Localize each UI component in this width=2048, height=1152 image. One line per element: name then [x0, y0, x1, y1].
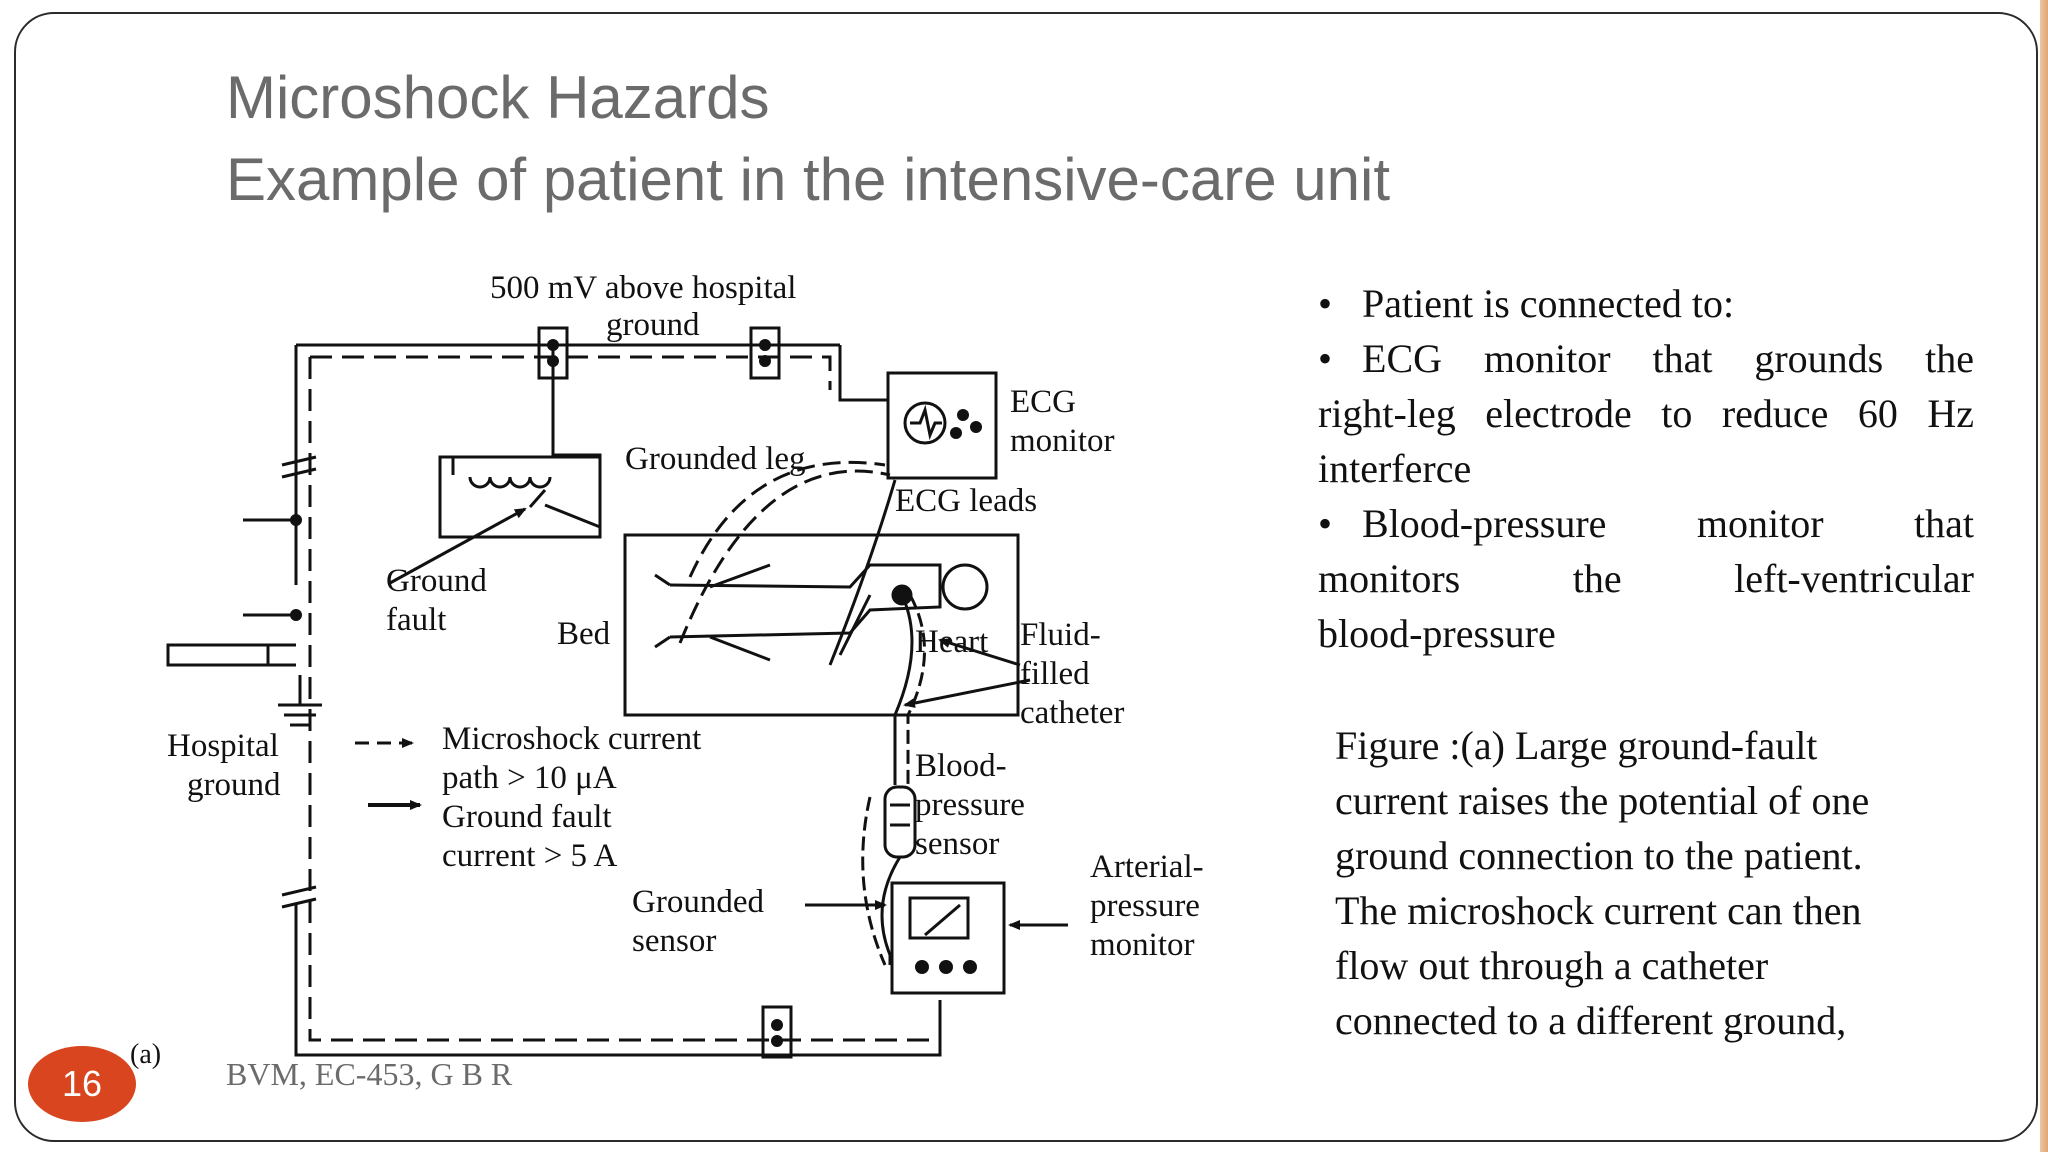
- label-fluid: Fluid-: [1020, 617, 1101, 653]
- slide-edge-shadow: [2040, 0, 2048, 1152]
- label-hospital: Hospital: [167, 728, 279, 764]
- caption-line-4: The microshock current can then: [1335, 888, 1862, 933]
- caption-line-2: current raises the potential of one: [1335, 778, 1870, 823]
- label-hospital-ground: ground: [187, 767, 281, 803]
- bullet-2-line-3: interferce: [1318, 446, 1472, 491]
- label-grounded-leg: Grounded leg: [625, 441, 806, 477]
- bullet-2-line-2: right-leg electrode to reduce 60 Hz: [1318, 391, 1974, 436]
- label-ecg-leads: ECG leads: [895, 483, 1038, 519]
- arterial-gauge: [908, 896, 970, 940]
- panel-label: (a): [130, 1039, 162, 1070]
- slide-frame: [14, 12, 2038, 1142]
- caption-line-5: flow out through a catheter: [1335, 943, 1769, 988]
- bp-sensor: [883, 785, 917, 859]
- ecg-screen: [903, 401, 947, 445]
- pipe: [166, 643, 270, 667]
- slide-title: Microshock Hazards: [226, 64, 770, 131]
- bed: [623, 533, 1020, 717]
- bullet-3-text-1: Blood-pressure monitor that: [1362, 501, 1974, 546]
- slide-subtitle: Example of patient in the intensive-care…: [226, 146, 1390, 213]
- bottom-wire: [294, 905, 770, 1057]
- legend-ground-fault: Ground fault: [442, 799, 612, 835]
- figure-caption: Figure :(a) Large ground-fault current r…: [1335, 718, 1985, 1048]
- legend-microshock-value: path > 10 μA: [442, 760, 617, 796]
- label-grounded: Grounded: [632, 884, 764, 920]
- ground-fault-box: [438, 455, 602, 539]
- legend-microshock: Microshock current: [442, 721, 702, 757]
- arterial-monitor-box: [890, 881, 1006, 995]
- label-blood: Blood-: [915, 748, 1007, 784]
- break-mark-1: [281, 455, 317, 467]
- label-ecg: ECG: [1010, 384, 1076, 420]
- footer-text: BVM, EC-453, G B R: [226, 1056, 513, 1092]
- label-sensor: sensor: [915, 826, 1000, 862]
- bullet-1: •Patient is connected to:: [1318, 281, 1735, 326]
- label-heart: Heart: [915, 624, 989, 660]
- bottom-plug: [761, 1005, 793, 1059]
- ground-fault-pointer: [389, 507, 527, 585]
- label-pressure: pressure: [915, 787, 1025, 823]
- bullet-2-text-1: ECG monitor that grounds the: [1362, 336, 1974, 381]
- label-500mv-ground: ground: [606, 307, 700, 343]
- top-right-wire: [838, 345, 888, 402]
- top-plug-2: [749, 326, 781, 380]
- break-mark-2: [281, 885, 317, 897]
- label-filled: filled: [1020, 656, 1090, 692]
- label-arterial: Arterial-: [1090, 849, 1204, 885]
- bullet-3-line-3: blood-pressure: [1318, 611, 1556, 656]
- bullet-1-text: Patient is connected to:: [1362, 281, 1735, 326]
- bullet-3-line-2: monitors the left-ventricular: [1318, 556, 1974, 601]
- patient-head: [941, 563, 989, 611]
- bottom-right-wire: [770, 1000, 942, 1057]
- bullet-list: •Patient is connected to: •ECG monitor t…: [1318, 276, 1974, 661]
- legend-ground-fault-value: current > 5 A: [442, 838, 618, 874]
- label-fault: fault: [386, 602, 447, 638]
- label-grounded-sensor: sensor: [632, 923, 717, 959]
- label-ecg-monitor: monitor: [1010, 423, 1115, 459]
- label-500mv: 500 mV above hospital: [490, 270, 797, 306]
- label-catheter: catheter: [1020, 695, 1125, 731]
- bullet-2-line-1: •ECG monitor that grounds the: [1318, 336, 1974, 381]
- caption-line-3: ground connection to the patient.: [1335, 833, 1863, 878]
- dashed-top-path: [310, 355, 832, 390]
- catheter: [893, 594, 914, 785]
- label-bed: Bed: [557, 616, 611, 652]
- page-number-badge: 16: [28, 1046, 136, 1122]
- microshock-circuit-diagram: 500 mV above hospital ground ECG monitor…: [130, 265, 1250, 1085]
- caption-line-6: connected to a different ground,: [1335, 998, 1847, 1043]
- hospital-ground-symbol: [278, 675, 322, 727]
- circuit-drawing: [166, 326, 1068, 1059]
- bullet-3-line-1: •Blood-pressure monitor that: [1318, 501, 1974, 546]
- label-arterial-monitor: monitor: [1090, 927, 1195, 963]
- label-arterial-pressure: pressure: [1090, 888, 1200, 924]
- ecg-monitor-box: [886, 371, 998, 480]
- caption-line-1: Figure :(a) Large ground-fault: [1335, 723, 1818, 768]
- label-ground: Ground: [386, 563, 487, 599]
